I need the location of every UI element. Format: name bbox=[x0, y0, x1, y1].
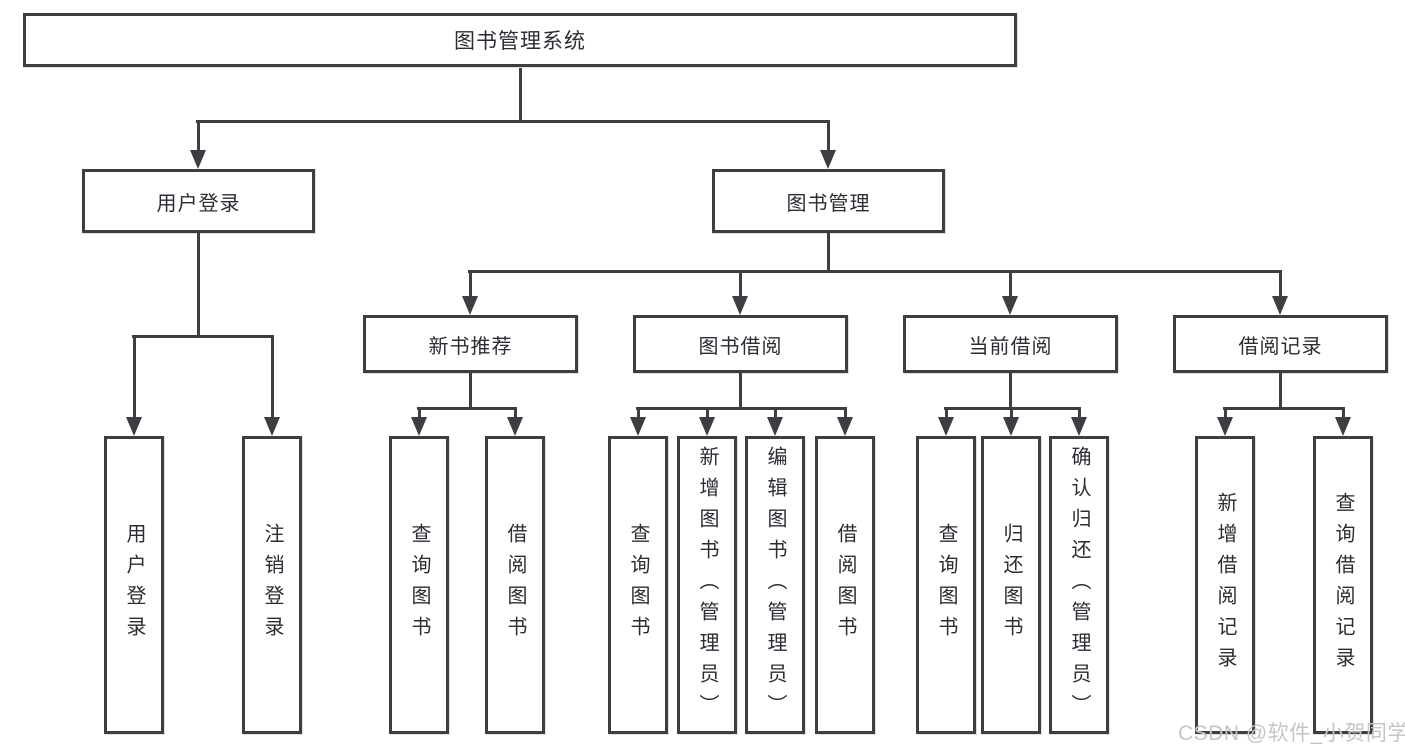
connector-line-horizontal bbox=[196, 120, 830, 123]
connector-line-vertical bbox=[518, 68, 522, 123]
leaf-current-confirm-return-admin: 确认归还（管理员） bbox=[1049, 436, 1109, 734]
leaf-current-return-book-label: 归还图书 bbox=[1000, 523, 1022, 647]
leaf-borrow-add-book-admin-label: 新增图书（管理员） bbox=[696, 445, 718, 725]
leaf-current-search-book-label: 查询图书 bbox=[935, 523, 957, 647]
leaf-user-login-label: 用户登录 bbox=[123, 523, 145, 647]
connector-arrow-shaft bbox=[513, 407, 517, 418]
connector-arrowhead-down bbox=[507, 417, 523, 436]
connector-arrowhead-down bbox=[1002, 296, 1018, 315]
leaf-borrow-borrow-book-label: 借阅图书 bbox=[834, 523, 856, 647]
leaf-records-add-record: 新增借阅记录 bbox=[1195, 436, 1255, 734]
connector-arrow-shaft bbox=[705, 407, 709, 418]
connector-arrow-shaft bbox=[1278, 270, 1282, 297]
connector-line-vertical bbox=[1278, 373, 1282, 410]
connector-arrowhead-down bbox=[1335, 417, 1351, 436]
node-root-label: 图书管理系统 bbox=[454, 30, 586, 53]
node-current-borrow: 当前借阅 bbox=[903, 315, 1118, 373]
leaf-borrow-borrow-book: 借阅图书 bbox=[815, 436, 875, 734]
leaf-recommend-borrow-book-label: 借阅图书 bbox=[504, 523, 526, 647]
connector-arrowhead-down bbox=[837, 417, 853, 436]
csdn-watermark: CSDN @软件_小贺同学 bbox=[1178, 722, 1405, 745]
connector-arrow-shaft bbox=[944, 407, 948, 418]
connector-arrowhead-down bbox=[264, 417, 280, 436]
connector-arrowhead-down bbox=[820, 150, 836, 169]
connector-arrow-shaft bbox=[826, 120, 830, 151]
connector-arrow-shaft bbox=[738, 270, 742, 297]
leaf-borrow-search-book-label: 查询图书 bbox=[627, 523, 649, 647]
connector-line-horizontal bbox=[468, 270, 1282, 273]
leaf-logout-label: 注销登录 bbox=[261, 523, 283, 647]
leaf-current-return-book: 归还图书 bbox=[981, 436, 1041, 734]
node-book-management-label: 图书管理 bbox=[786, 192, 871, 215]
connector-arrowhead-down bbox=[411, 417, 427, 436]
leaf-user-login: 用户登录 bbox=[104, 436, 164, 734]
leaf-recommend-search-book: 查询图书 bbox=[389, 436, 449, 734]
connector-arrow-shaft bbox=[636, 407, 640, 418]
connector-arrow-shaft bbox=[468, 270, 472, 297]
connector-arrowhead-down bbox=[630, 417, 646, 436]
leaf-records-add-record-label: 新增借阅记录 bbox=[1214, 492, 1236, 678]
connector-arrowhead-down bbox=[732, 296, 748, 315]
node-book-borrow-label: 图书借阅 bbox=[698, 335, 783, 358]
connector-line-vertical bbox=[826, 233, 830, 273]
leaf-current-search-book: 查询图书 bbox=[916, 436, 976, 734]
leaf-logout: 注销登录 bbox=[242, 436, 302, 734]
connector-arrowhead-down bbox=[1217, 417, 1233, 436]
leaf-recommend-search-book-label: 查询图书 bbox=[408, 523, 430, 647]
node-new-book-recommend-label: 新书推荐 bbox=[428, 335, 513, 358]
connector-arrowhead-down bbox=[1272, 296, 1288, 315]
connector-line-vertical bbox=[468, 373, 472, 410]
connector-arrow-shaft bbox=[1341, 407, 1345, 418]
leaf-records-search-record-label: 查询借阅记录 bbox=[1332, 492, 1354, 678]
connector-arrow-shaft bbox=[132, 335, 136, 418]
connector-arrowhead-down bbox=[699, 417, 715, 436]
connector-arrowhead-down bbox=[462, 296, 478, 315]
node-borrow-records: 借阅记录 bbox=[1173, 315, 1388, 373]
connector-arrowhead-down bbox=[1003, 417, 1019, 436]
connector-arrow-shaft bbox=[773, 407, 777, 418]
connector-arrowhead-down bbox=[190, 150, 206, 169]
connector-arrow-shaft bbox=[843, 407, 847, 418]
connector-arrow-shaft bbox=[270, 335, 274, 418]
connector-line-vertical bbox=[738, 373, 742, 410]
connector-arrowhead-down bbox=[767, 417, 783, 436]
connector-arrow-shaft bbox=[1077, 407, 1081, 418]
node-current-borrow-label: 当前借阅 bbox=[968, 335, 1053, 358]
connector-line-horizontal bbox=[132, 335, 274, 338]
connector-line-vertical bbox=[1008, 373, 1012, 410]
connector-line-vertical bbox=[196, 233, 200, 338]
connector-arrowhead-down bbox=[126, 417, 142, 436]
leaf-current-confirm-return-admin-label: 确认归还（管理员） bbox=[1068, 445, 1090, 725]
node-root: 图书管理系统 bbox=[23, 13, 1017, 67]
connector-arrow-shaft bbox=[417, 407, 421, 418]
connector-arrow-shaft bbox=[196, 120, 200, 151]
connector-line-horizontal bbox=[1223, 407, 1345, 410]
leaf-borrow-search-book: 查询图书 bbox=[608, 436, 668, 734]
connector-line-horizontal bbox=[417, 407, 517, 410]
leaf-borrow-add-book-admin: 新增图书（管理员） bbox=[677, 436, 737, 734]
connector-arrow-shaft bbox=[1223, 407, 1227, 418]
node-book-management: 图书管理 bbox=[712, 169, 945, 233]
leaf-borrow-edit-book-admin: 编辑图书（管理员） bbox=[745, 436, 805, 734]
node-borrow-records-label: 借阅记录 bbox=[1238, 335, 1323, 358]
connector-arrow-shaft bbox=[1008, 270, 1012, 297]
leaf-borrow-edit-book-admin-label: 编辑图书（管理员） bbox=[764, 445, 786, 725]
connector-line-horizontal bbox=[944, 407, 1081, 410]
connector-arrowhead-down bbox=[1071, 417, 1087, 436]
connector-arrowhead-down bbox=[938, 417, 954, 436]
connector-line-horizontal bbox=[636, 407, 847, 410]
leaf-recommend-borrow-book: 借阅图书 bbox=[485, 436, 545, 734]
node-book-borrow: 图书借阅 bbox=[633, 315, 848, 373]
connector-arrow-shaft bbox=[1009, 407, 1013, 418]
node-new-book-recommend: 新书推荐 bbox=[363, 315, 578, 373]
node-user-login-label: 用户登录 bbox=[156, 192, 241, 215]
node-user-login: 用户登录 bbox=[82, 169, 315, 233]
leaf-records-search-record: 查询借阅记录 bbox=[1313, 436, 1373, 734]
